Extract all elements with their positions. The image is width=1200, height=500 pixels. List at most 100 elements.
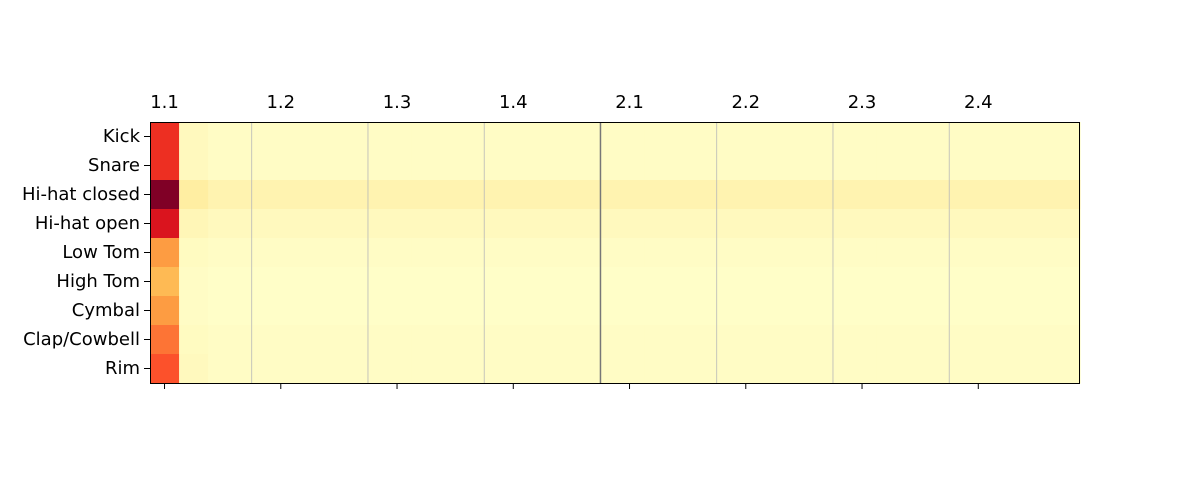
heatmap-cell — [411, 325, 442, 355]
heatmap-cell — [963, 180, 994, 210]
heatmap-cell — [731, 267, 761, 297]
heatmap-cell — [440, 267, 471, 297]
heatmap-cell — [992, 325, 1023, 355]
heatmap-cell — [644, 122, 674, 152]
heatmap-cell — [644, 296, 674, 326]
heatmap-cell — [673, 325, 703, 355]
heatmap-cell — [644, 238, 674, 268]
y-tick-label: Snare — [88, 155, 140, 176]
heatmap-cell — [615, 209, 645, 239]
heatmap-cell — [440, 296, 471, 326]
heatmap-cell — [876, 151, 907, 181]
heatmap-cell — [556, 296, 587, 326]
heatmap-cell — [440, 325, 471, 355]
heatmap-cell — [324, 238, 355, 268]
heatmap-cell — [1050, 238, 1081, 268]
heatmap-cell — [615, 238, 645, 268]
heatmap-cell — [905, 180, 936, 210]
heatmap-cell — [992, 180, 1023, 210]
heatmap-cell — [789, 238, 820, 268]
heatmap-cell — [760, 122, 790, 152]
heatmap-cell — [905, 267, 936, 297]
heatmap-cell — [295, 122, 325, 152]
heatmap-cell — [411, 354, 442, 384]
heatmap-cell — [615, 296, 645, 326]
heatmap-cell — [1021, 325, 1052, 355]
heatmap-cell — [760, 267, 790, 297]
heatmap-cell — [179, 296, 209, 326]
heatmap-cell — [295, 238, 325, 268]
heatmap-cell — [411, 151, 442, 181]
x-tick-label: 1.3 — [383, 92, 412, 113]
heatmap-cell — [498, 151, 529, 181]
heatmap-cell — [876, 180, 907, 210]
heatmap-cell — [992, 151, 1023, 181]
heatmap-cell — [440, 122, 471, 152]
heatmap-cell — [179, 209, 209, 239]
heatmap-cell — [760, 325, 790, 355]
heatmap-cell — [1050, 325, 1081, 355]
heatmap-cell — [208, 122, 238, 152]
heatmap-cell — [760, 296, 790, 326]
heatmap-cell — [876, 122, 907, 152]
heatmap-cell — [324, 151, 355, 181]
heatmap-cell — [179, 151, 209, 181]
heatmap-cell — [382, 151, 413, 181]
heatmap-cell — [411, 180, 442, 210]
heatmap-cell — [992, 209, 1023, 239]
heatmap-cell — [905, 238, 936, 268]
heatmap-cell — [527, 122, 558, 152]
heatmap-cell — [847, 267, 878, 297]
heatmap-cell — [789, 180, 820, 210]
heatmap-cell — [673, 354, 703, 384]
heatmap-cell — [498, 122, 529, 152]
heatmap-cell — [673, 296, 703, 326]
heatmap-cell — [847, 296, 878, 326]
heatmap-cell — [1050, 267, 1081, 297]
heatmap-cell — [208, 296, 238, 326]
heatmap-cell — [179, 354, 209, 384]
heatmap-cell — [208, 354, 238, 384]
heatmap-cell — [847, 151, 878, 181]
heatmap-cell — [673, 267, 703, 297]
plot-frame — [150, 122, 1080, 384]
heatmap-cell — [847, 180, 878, 210]
heatmap-cell — [789, 296, 820, 326]
heatmap-cell — [208, 267, 238, 297]
heatmap-cell — [847, 209, 878, 239]
heatmap-cell — [527, 267, 558, 297]
heatmap-cell — [295, 209, 325, 239]
heatmap-cell — [324, 325, 355, 355]
heatmap-cell — [179, 267, 209, 297]
heatmap-cell — [324, 354, 355, 384]
heatmap-cell — [731, 296, 761, 326]
heatmap-cell — [208, 325, 238, 355]
heatmap-cell — [295, 354, 325, 384]
heatmap-cell — [208, 209, 238, 239]
heatmap-cell — [731, 209, 761, 239]
heatmap-cell — [440, 238, 471, 268]
heatmap-cell — [876, 354, 907, 384]
heatmap-cell — [179, 180, 209, 210]
heatmap-cell — [644, 325, 674, 355]
heatmap-cell — [963, 238, 994, 268]
beat-grid-lines — [251, 122, 950, 383]
heatmap-cell — [731, 325, 761, 355]
heatmap-cell — [1021, 354, 1052, 384]
heatmap-cell — [963, 267, 994, 297]
heatmap-cell — [179, 122, 209, 152]
y-tick-label: High Tom — [56, 271, 140, 292]
heatmap-cell — [847, 238, 878, 268]
heatmap-cell — [876, 296, 907, 326]
heatmap-cell — [1050, 354, 1081, 384]
heatmap-cell — [150, 325, 180, 355]
heatmap-cell — [527, 238, 558, 268]
x-tick-label: 1.2 — [266, 92, 295, 113]
y-tick-label: Hi-hat open — [35, 213, 140, 234]
heatmap-cell — [760, 238, 790, 268]
heatmap-cells — [150, 122, 1081, 384]
heatmap-cell — [179, 325, 209, 355]
heatmap-cell — [440, 354, 471, 384]
